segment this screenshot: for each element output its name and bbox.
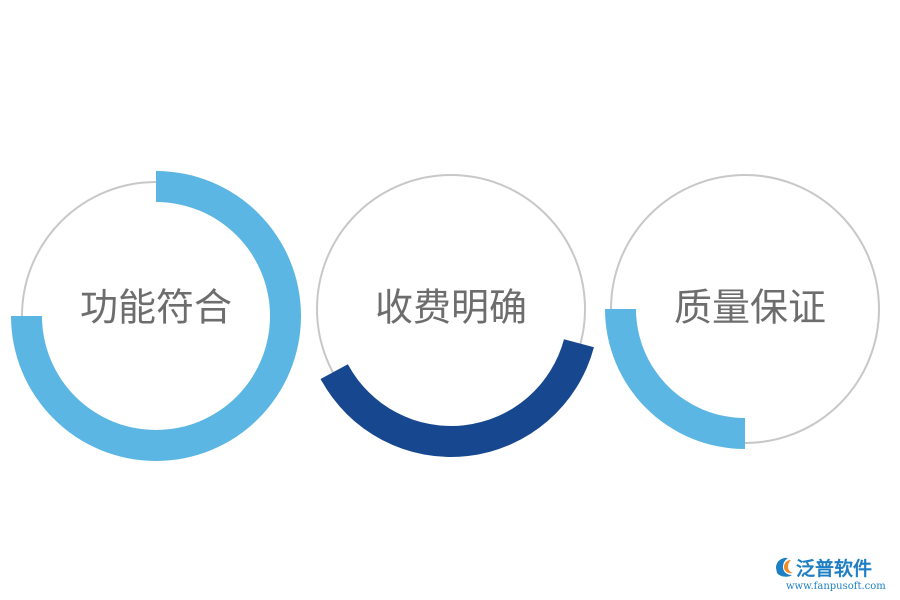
brand-watermark: 泛普软件 www.fanpusoft.com xyxy=(776,557,886,592)
ring-3-label: 质量保证 xyxy=(674,286,826,330)
ring-1: 功能符合 xyxy=(11,171,301,461)
ring-2-progress-arc xyxy=(320,339,594,457)
ring-3-progress-arc xyxy=(605,309,745,449)
fanpu-logo-icon xyxy=(776,557,793,577)
brand-name: 泛普软件 xyxy=(796,557,872,580)
ring-1-label: 功能符合 xyxy=(80,286,232,330)
ring-2: 收费明确 xyxy=(316,174,594,457)
brand-url: www.fanpusoft.com xyxy=(786,581,886,592)
ring-2-label: 收费明确 xyxy=(375,286,527,330)
ring-3: 质量保证 xyxy=(605,174,880,449)
